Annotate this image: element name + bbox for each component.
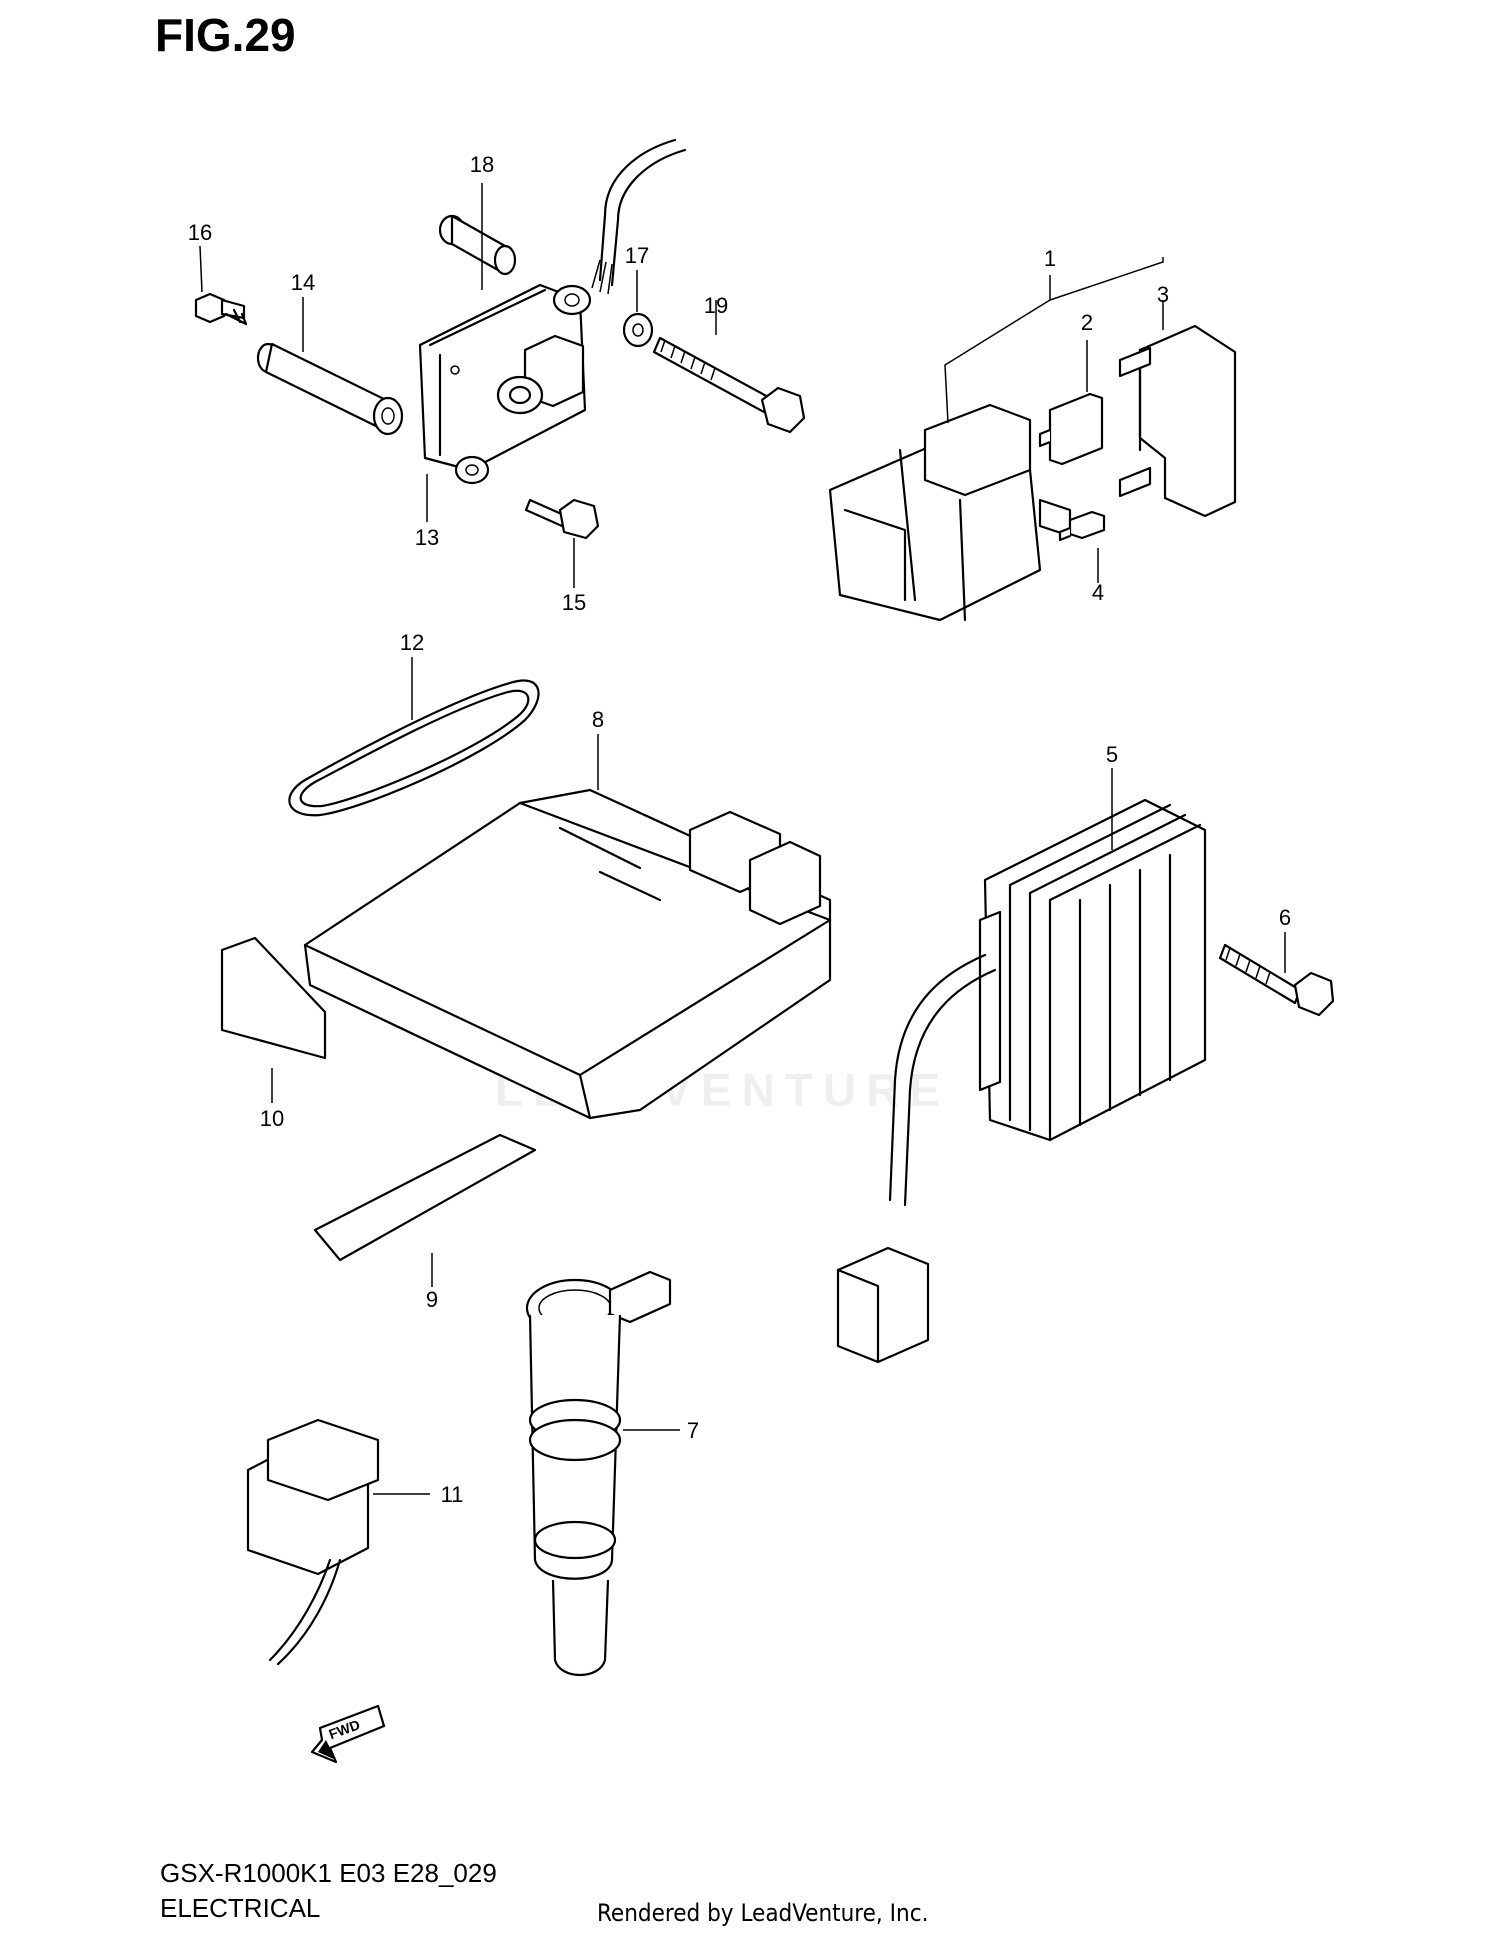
part-6-bolt[interactable]: [1218, 943, 1335, 1017]
part-10-pad[interactable]: [220, 936, 327, 1060]
part-16-bolt[interactable]: [194, 292, 248, 326]
part-3-relay-cover[interactable]: [1118, 324, 1237, 518]
callout-15: 15: [562, 590, 586, 615]
callout-17: 17: [625, 243, 649, 268]
callout-8: 8: [592, 707, 604, 732]
part-18-cylinder[interactable]: [438, 214, 517, 276]
callout-labels: 1 2 3 4 5 6 7 8 9 10 11 12 13 14 15 16 1…: [188, 152, 1291, 1507]
part-5-regulator[interactable]: [978, 798, 1207, 1142]
callout-1: 1: [1044, 246, 1056, 271]
callout-12: 12: [400, 630, 424, 655]
part-14-shaft[interactable]: [256, 342, 404, 436]
regulator-harness: [836, 953, 997, 1364]
sensor-wire: [591, 138, 687, 295]
rendered-by: Rendered by LeadVenture, Inc.: [597, 1899, 929, 1927]
part-1-starter-relay[interactable]: [828, 403, 1072, 622]
part-17-washer[interactable]: [622, 312, 654, 348]
callout-9: 9: [426, 1287, 438, 1312]
part-13-sensor-bracket[interactable]: [418, 283, 592, 485]
callout-6: 6: [1279, 905, 1291, 930]
model-code: GSX-R1000K1 E03 E28_029: [160, 1858, 497, 1888]
callout-19: 19: [704, 293, 728, 318]
figure-title: FIG.29: [155, 9, 296, 61]
callout-18: 18: [470, 152, 494, 177]
callout-11: 11: [441, 1482, 464, 1507]
callout-2: 2: [1081, 310, 1093, 335]
part-2-fuse[interactable]: [1038, 392, 1104, 466]
part-8-ecm[interactable]: [303, 788, 832, 1120]
part-9-strip[interactable]: [313, 1133, 537, 1262]
part-15-bolt[interactable]: [524, 498, 600, 540]
callout-10: 10: [260, 1106, 284, 1131]
part-7-ignition-coil[interactable]: [525, 1270, 672, 1677]
section-name: ELECTRICAL: [160, 1893, 321, 1923]
part-12-gasket[interactable]: [288, 679, 540, 817]
part-19-long-bolt[interactable]: [652, 336, 806, 434]
part-4-bolt[interactable]: [1058, 510, 1106, 542]
callout-3: 3: [1157, 282, 1169, 307]
callout-14: 14: [291, 270, 315, 295]
fwd-arrow-icon: [310, 1704, 386, 1764]
leader-lines: [199, 183, 1286, 1495]
part-11-sensor[interactable]: [246, 1418, 380, 1666]
callout-7: 7: [687, 1418, 699, 1443]
callout-5: 5: [1106, 742, 1118, 767]
callout-16: 16: [188, 220, 212, 245]
callout-13: 13: [415, 525, 439, 550]
callout-4: 4: [1092, 580, 1104, 605]
